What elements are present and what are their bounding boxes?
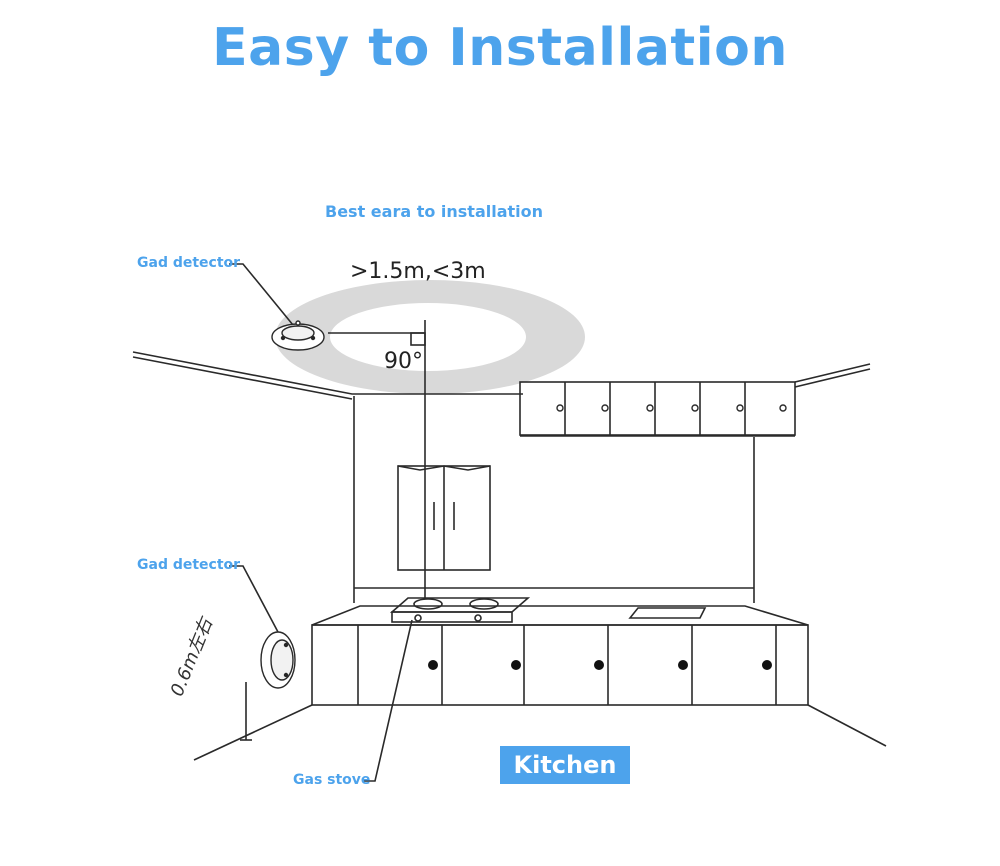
distance-label: >1.5m,<3m: [350, 259, 486, 284]
wall-gas-detector-icon: [260, 631, 296, 689]
room-label-badge: Kitchen: [500, 746, 630, 784]
page-title: Easy to Installation: [212, 18, 788, 78]
angle-label: 90°: [384, 349, 423, 374]
ceiling-gas-detector-icon: [271, 320, 325, 351]
cabinet-knobs: [556, 404, 787, 412]
base-cabinet-knobs: [428, 660, 772, 670]
best-area-label: Best eara to installation: [325, 202, 544, 221]
gas-stove-label: Gas stove: [293, 772, 371, 788]
ceiling-detector-label: Gad detector: [137, 255, 241, 271]
best-area-ring: [275, 280, 585, 394]
room-lines: [132, 263, 887, 782]
wall-detector-label: Gad detector: [137, 557, 241, 573]
